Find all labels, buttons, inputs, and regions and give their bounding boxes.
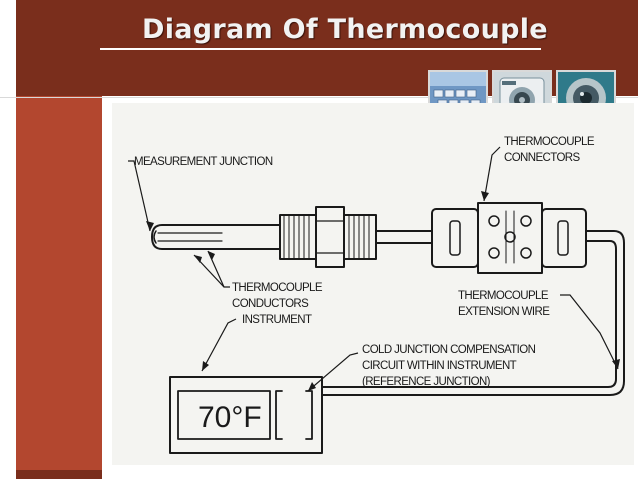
- label-connectors-line1: THERMOCOUPLE: [504, 136, 595, 148]
- connector-block: [477, 202, 543, 274]
- bottom-accent-strip: [16, 470, 102, 479]
- connector-female: [541, 208, 587, 268]
- label-connectors-line2: CONNECTORS: [504, 152, 581, 164]
- hex-nut: [315, 206, 345, 268]
- extension-wire: [321, 230, 625, 396]
- label-cjc-line1: COLD JUNCTION COMPENSATION: [362, 344, 536, 356]
- label-instrument: INSTRUMENT: [242, 314, 312, 326]
- label-conductors-line2: CONDUCTORS: [232, 298, 309, 310]
- threaded-fitting: [279, 214, 317, 260]
- connector-male: [431, 208, 479, 268]
- label-extension-wire-line1: THERMOCOUPLE: [458, 290, 549, 302]
- instrument-readout: 70°F: [198, 401, 262, 434]
- instrument-box: [169, 376, 323, 454]
- threaded-fitting-2: [343, 214, 377, 260]
- thermocouple-diagram: MEASUREMENT JUNCTION THERMOCOUPLE CONNEC…: [112, 103, 634, 465]
- label-measurement-junction: MEASUREMENT JUNCTION: [134, 156, 273, 168]
- label-extension-wire-line2: EXTENSION WIRE: [458, 306, 550, 318]
- probe-sheath: [151, 224, 281, 250]
- thermocouple-drawing: MEASUREMENT JUNCTION THERMOCOUPLE CONNEC…: [128, 136, 625, 454]
- label-cjc-line2: CIRCUIT WITHIN INSTRUMENT: [362, 360, 517, 372]
- header-divider: [0, 97, 638, 98]
- label-conductors-line1: THERMOCOUPLE: [232, 282, 323, 294]
- title-underline: [100, 48, 541, 50]
- slide-title: Diagram Of Thermocouple: [142, 14, 548, 45]
- label-cjc-line3: (REFERENCE JUNCTION): [362, 376, 491, 388]
- left-accent-bar: [16, 96, 102, 479]
